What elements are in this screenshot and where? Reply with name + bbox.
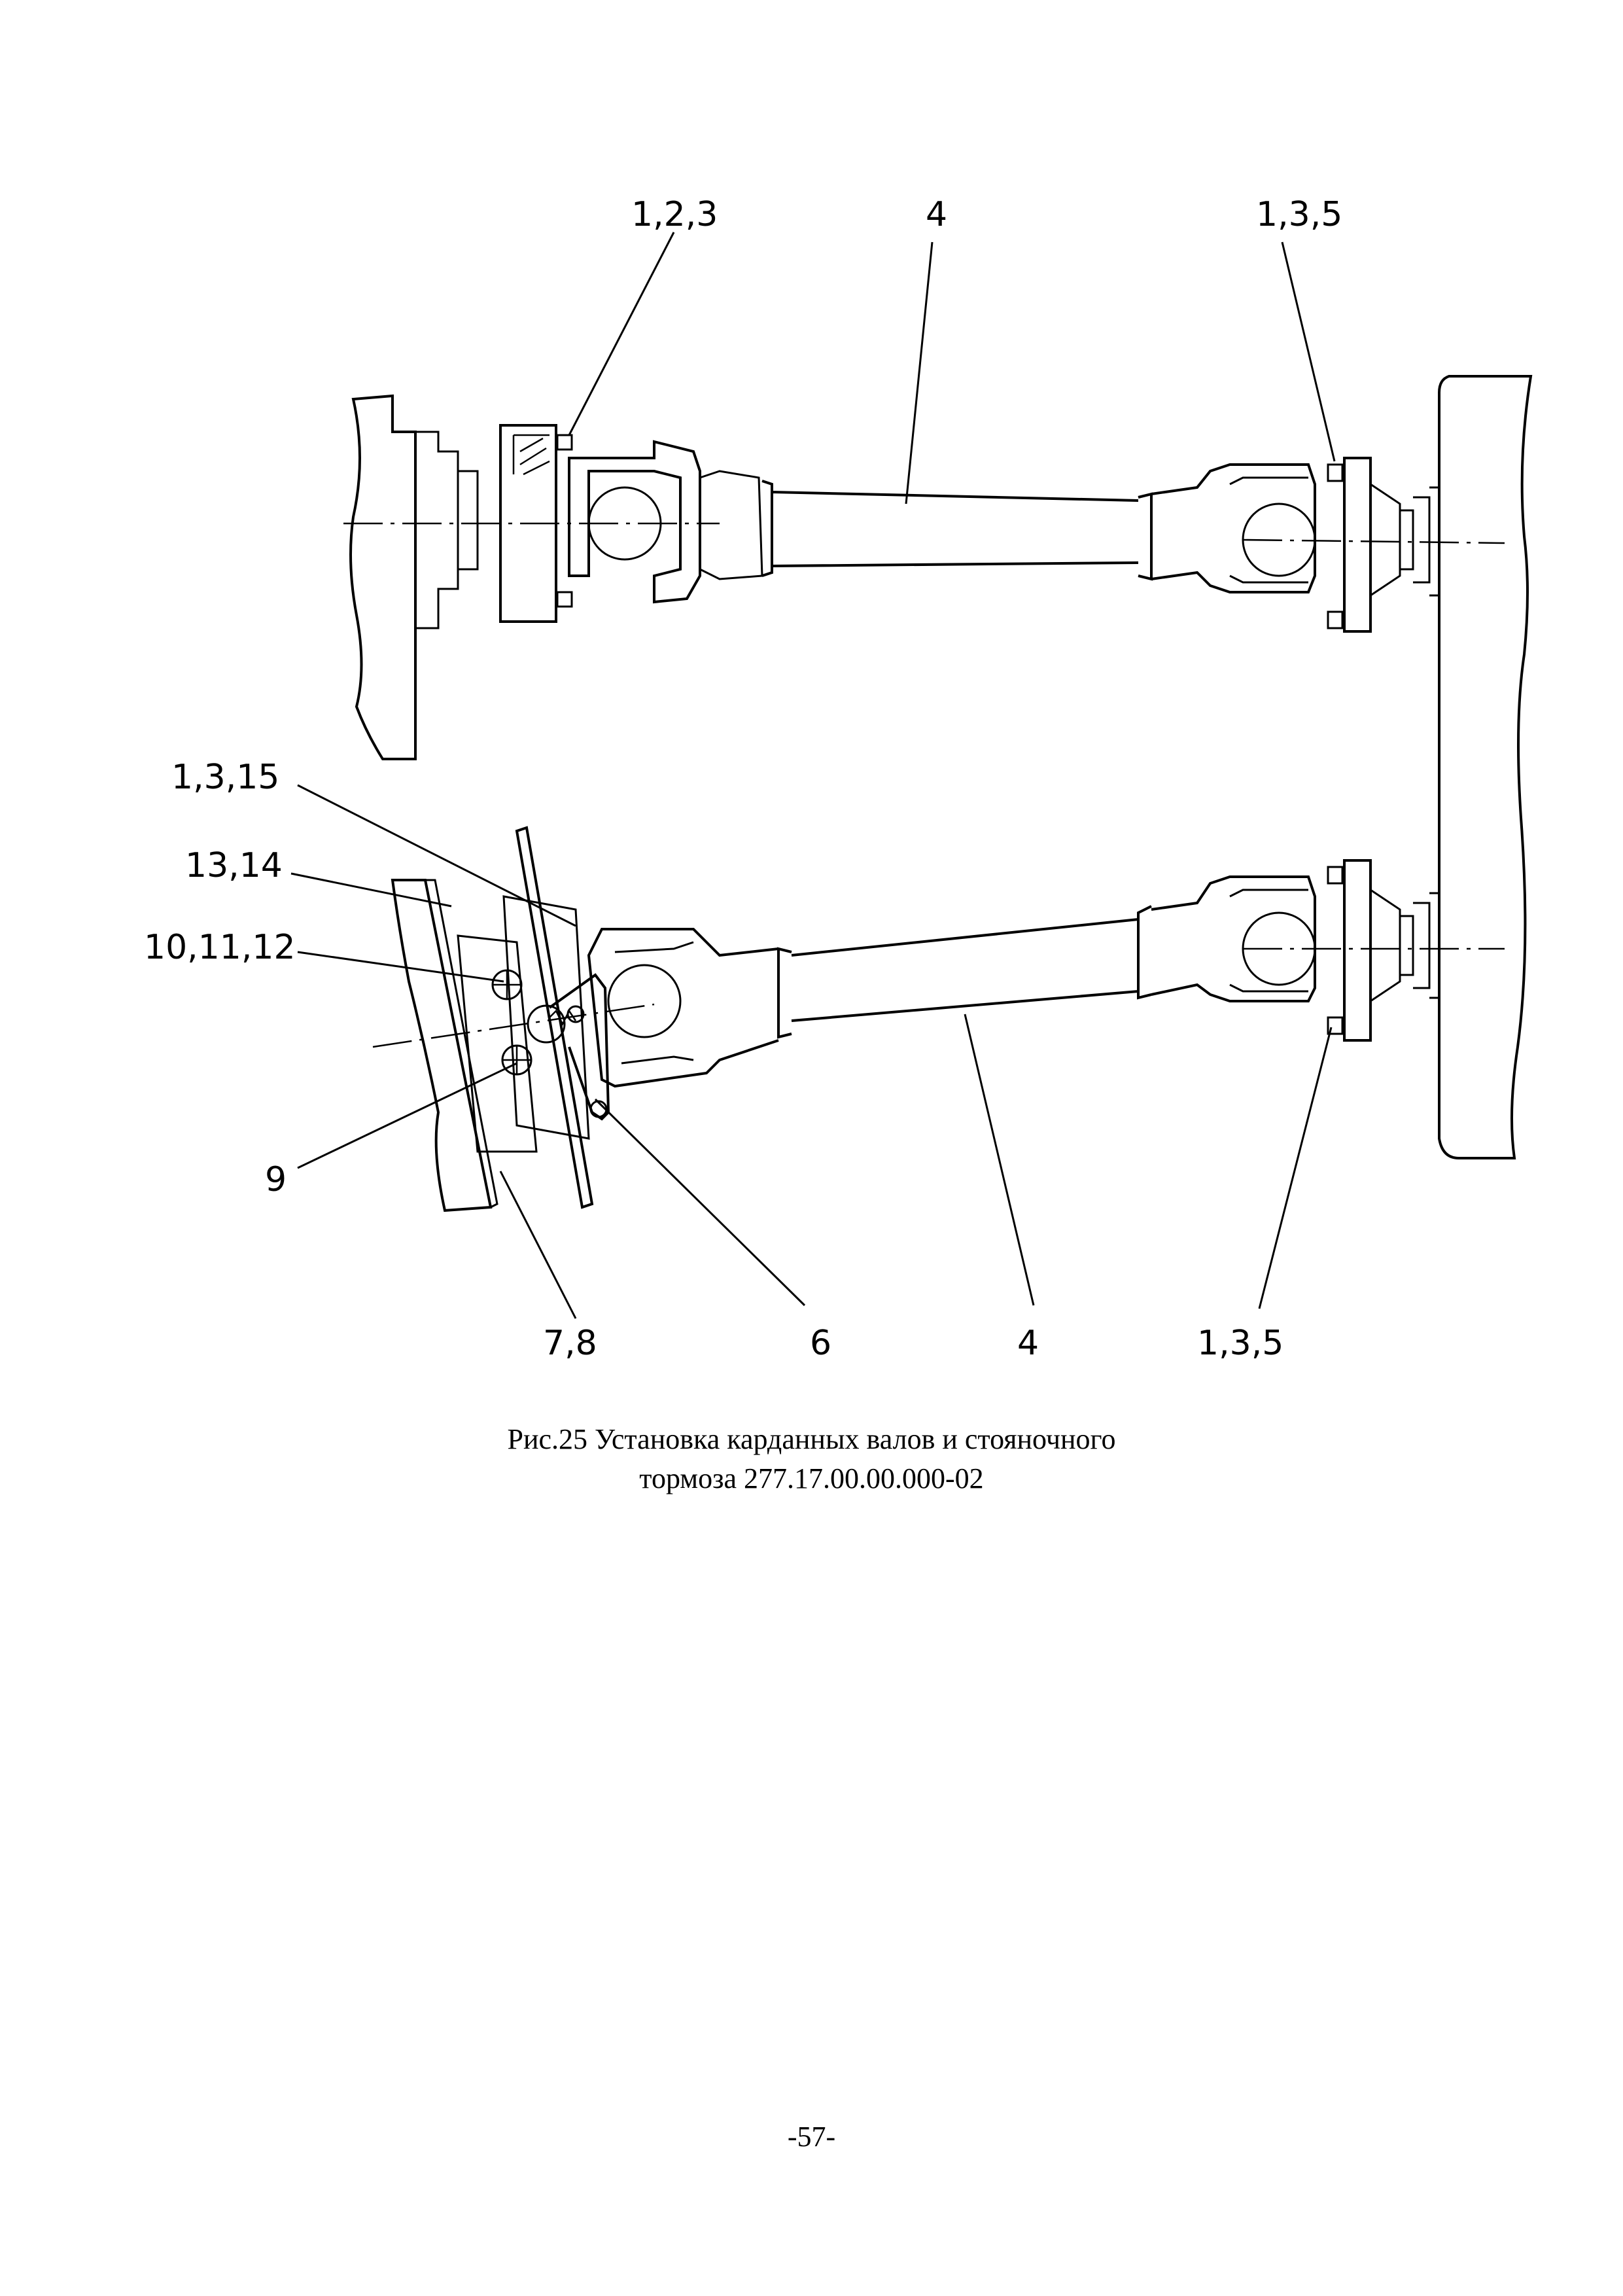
brake-lever-plate — [515, 826, 594, 1209]
page-number: -57- — [787, 2121, 836, 2153]
upper-shaft-assembly — [343, 394, 1505, 760]
brake-drum — [502, 895, 590, 1140]
callout-bottom-3: 4 — [1017, 1324, 1039, 1363]
brake-cam — [527, 1004, 566, 1044]
callout-left-3: 10,11,12 — [144, 928, 296, 967]
brake-spring — [549, 1009, 577, 1026]
upper-shaft-tube — [761, 480, 1153, 581]
lower-right-flange — [1343, 859, 1372, 1042]
callout-top-left: 1,2,3 — [631, 195, 718, 234]
leader-bottom-4 — [1258, 1027, 1333, 1309]
upper-centre-line-right — [1242, 539, 1505, 544]
upper-left-bolt-bottom — [556, 591, 573, 608]
leader-left-2 — [290, 872, 452, 908]
lower-left-cross — [607, 964, 682, 1038]
lower-shaft-tube — [777, 905, 1152, 1039]
leader-lines — [290, 232, 1336, 1319]
lower-left-housing-inner — [425, 879, 498, 1209]
left-housing-hub — [458, 470, 479, 571]
left-housing-upper — [349, 394, 417, 760]
upper-right-yoke — [1151, 463, 1316, 593]
leader-top-right — [1281, 241, 1336, 462]
figure-caption-line-1: Рис.25 Установка карданных валов и стоян… — [507, 1423, 1116, 1455]
left-housing-flange — [415, 431, 459, 629]
leader-bottom-1 — [499, 1171, 577, 1319]
leader-top-left — [568, 232, 675, 436]
lower-right-bolt-bottom — [1327, 1016, 1344, 1035]
leader-left-1 — [297, 784, 576, 927]
leader-left-3 — [297, 951, 504, 983]
callout-left-4: 9 — [265, 1160, 287, 1199]
upper-right-yoke-inner — [1229, 476, 1308, 584]
upper-right-bolt-top — [1327, 463, 1344, 482]
brake-pin-lower-cross — [502, 1046, 531, 1074]
callout-left-2: 13,14 — [185, 846, 283, 885]
figure-caption-line-2: тормоза 277.17.00.00.000-02 — [639, 1462, 984, 1494]
upper-left-bolt-top — [556, 434, 573, 451]
callout-bottom-2: 6 — [810, 1324, 831, 1363]
callout-labels: 1,2,3 4 1,3,5 1,3,15 13,14 10,11,12 9 7,… — [144, 195, 1342, 1363]
lower-left-yoke — [587, 928, 779, 1088]
callout-bottom-1: 7,8 — [543, 1324, 597, 1363]
lower-left-housing — [391, 879, 493, 1212]
lower-left-yoke-inner — [614, 941, 694, 1065]
callout-top-middle: 4 — [926, 195, 947, 234]
brake-pin-upper-cross — [493, 970, 521, 999]
upper-right-flange — [1343, 457, 1372, 633]
callout-bottom-4: 1,3,5 — [1197, 1324, 1283, 1363]
upper-left-yoke-neck — [699, 470, 763, 580]
lower-right-yoke-inner — [1229, 889, 1308, 993]
upper-right-hub — [1370, 483, 1414, 597]
callout-left-1: 1,3,15 — [171, 758, 279, 797]
bearing-hatch — [512, 434, 550, 476]
lower-right-bolt-top — [1327, 866, 1344, 885]
leader-top-middle — [905, 241, 934, 504]
lower-centre-line-left — [372, 1003, 655, 1048]
leader-bottom-2 — [594, 1098, 806, 1307]
lower-right-hub — [1370, 889, 1440, 1002]
right-housing — [1438, 375, 1533, 1159]
upper-right-bolt-bottom — [1327, 610, 1344, 629]
leader-bottom-3 — [964, 1014, 1035, 1306]
callout-top-right: 1,3,5 — [1256, 195, 1342, 234]
brake-shoe — [457, 934, 538, 1153]
lower-shaft-assembly — [372, 826, 1505, 1212]
leader-left-4 — [297, 1062, 517, 1169]
